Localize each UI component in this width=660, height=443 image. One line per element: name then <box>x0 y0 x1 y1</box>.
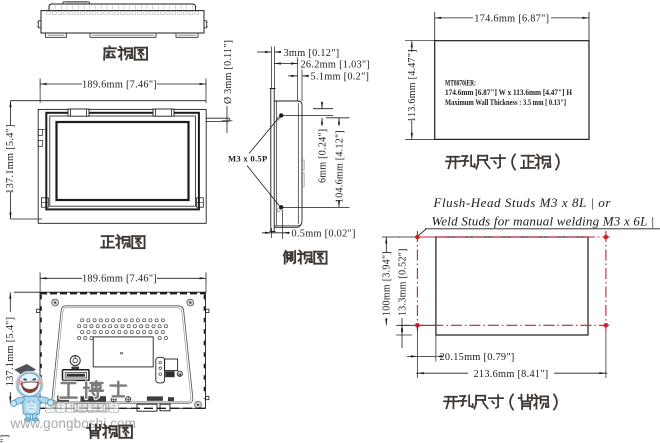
svg-text:174.6mm [6.87"]: 174.6mm [6.87"] <box>474 13 549 24</box>
svg-text:a: a <box>178 372 182 378</box>
svg-text:Ø 3mm [0.11"]: Ø 3mm [0.11"] <box>223 40 234 104</box>
svg-text:137.1mm [5.4"]: 137.1mm [5.4"] <box>5 124 16 194</box>
svg-text:M3 x 0.5P: M3 x 0.5P <box>228 154 268 164</box>
svg-text:"]: "] <box>0 434 11 443</box>
svg-text:104.6mm [4.12"]: 104.6mm [4.12"] <box>335 130 346 203</box>
svg-text:3mm [0.12"]: 3mm [0.12"] <box>284 48 340 59</box>
svg-text:213.6mm [8.41"]: 213.6mm [8.41"] <box>473 369 548 380</box>
svg-text:113.6mm [4.47"]: 113.6mm [4.47"] <box>407 49 418 122</box>
svg-text:100mm [3.94"]: 100mm [3.94"] <box>382 251 393 316</box>
svg-text:MT8070iER:: MT8070iER: <box>445 78 476 87</box>
svg-text:Flush-Head Studs M3 x 8L | or: Flush-Head Studs M3 x 8L | or <box>433 195 612 210</box>
svg-text:137.1mm [5.4"]: 137.1mm [5.4"] <box>5 317 16 387</box>
svg-text:Maximum Wall Thickness : 3.5 m: Maximum Wall Thickness : 3.5 mm [ 0.13"] <box>445 98 566 107</box>
svg-text:0.5mm [0.02"]: 0.5mm [0.02"] <box>292 228 356 239</box>
svg-text:174.6mm [6.87"] W x 113.6mm [4: 174.6mm [6.87"] W x 113.6mm [4.47"] H <box>445 88 572 97</box>
svg-text:6mm [0.24"]: 6mm [0.24"] <box>318 129 329 183</box>
svg-text:Weld Studs for manual welding: Weld Studs for manual welding M3 x 6L | <box>432 213 655 228</box>
svg-text:5.1mm [0.2"]: 5.1mm [0.2"] <box>311 72 370 83</box>
svg-text:20.15mm [0.79"]: 20.15mm [0.79"] <box>440 352 515 363</box>
svg-text:13.3mm [0.52"]: 13.3mm [0.52"] <box>397 248 408 316</box>
svg-text:189.6mm [7.46"]: 189.6mm [7.46"] <box>82 79 157 90</box>
svg-text:26.2mm [1.03"]: 26.2mm [1.03"] <box>301 59 371 70</box>
svg-text:189.6mm [7.46"]: 189.6mm [7.46"] <box>82 274 157 285</box>
